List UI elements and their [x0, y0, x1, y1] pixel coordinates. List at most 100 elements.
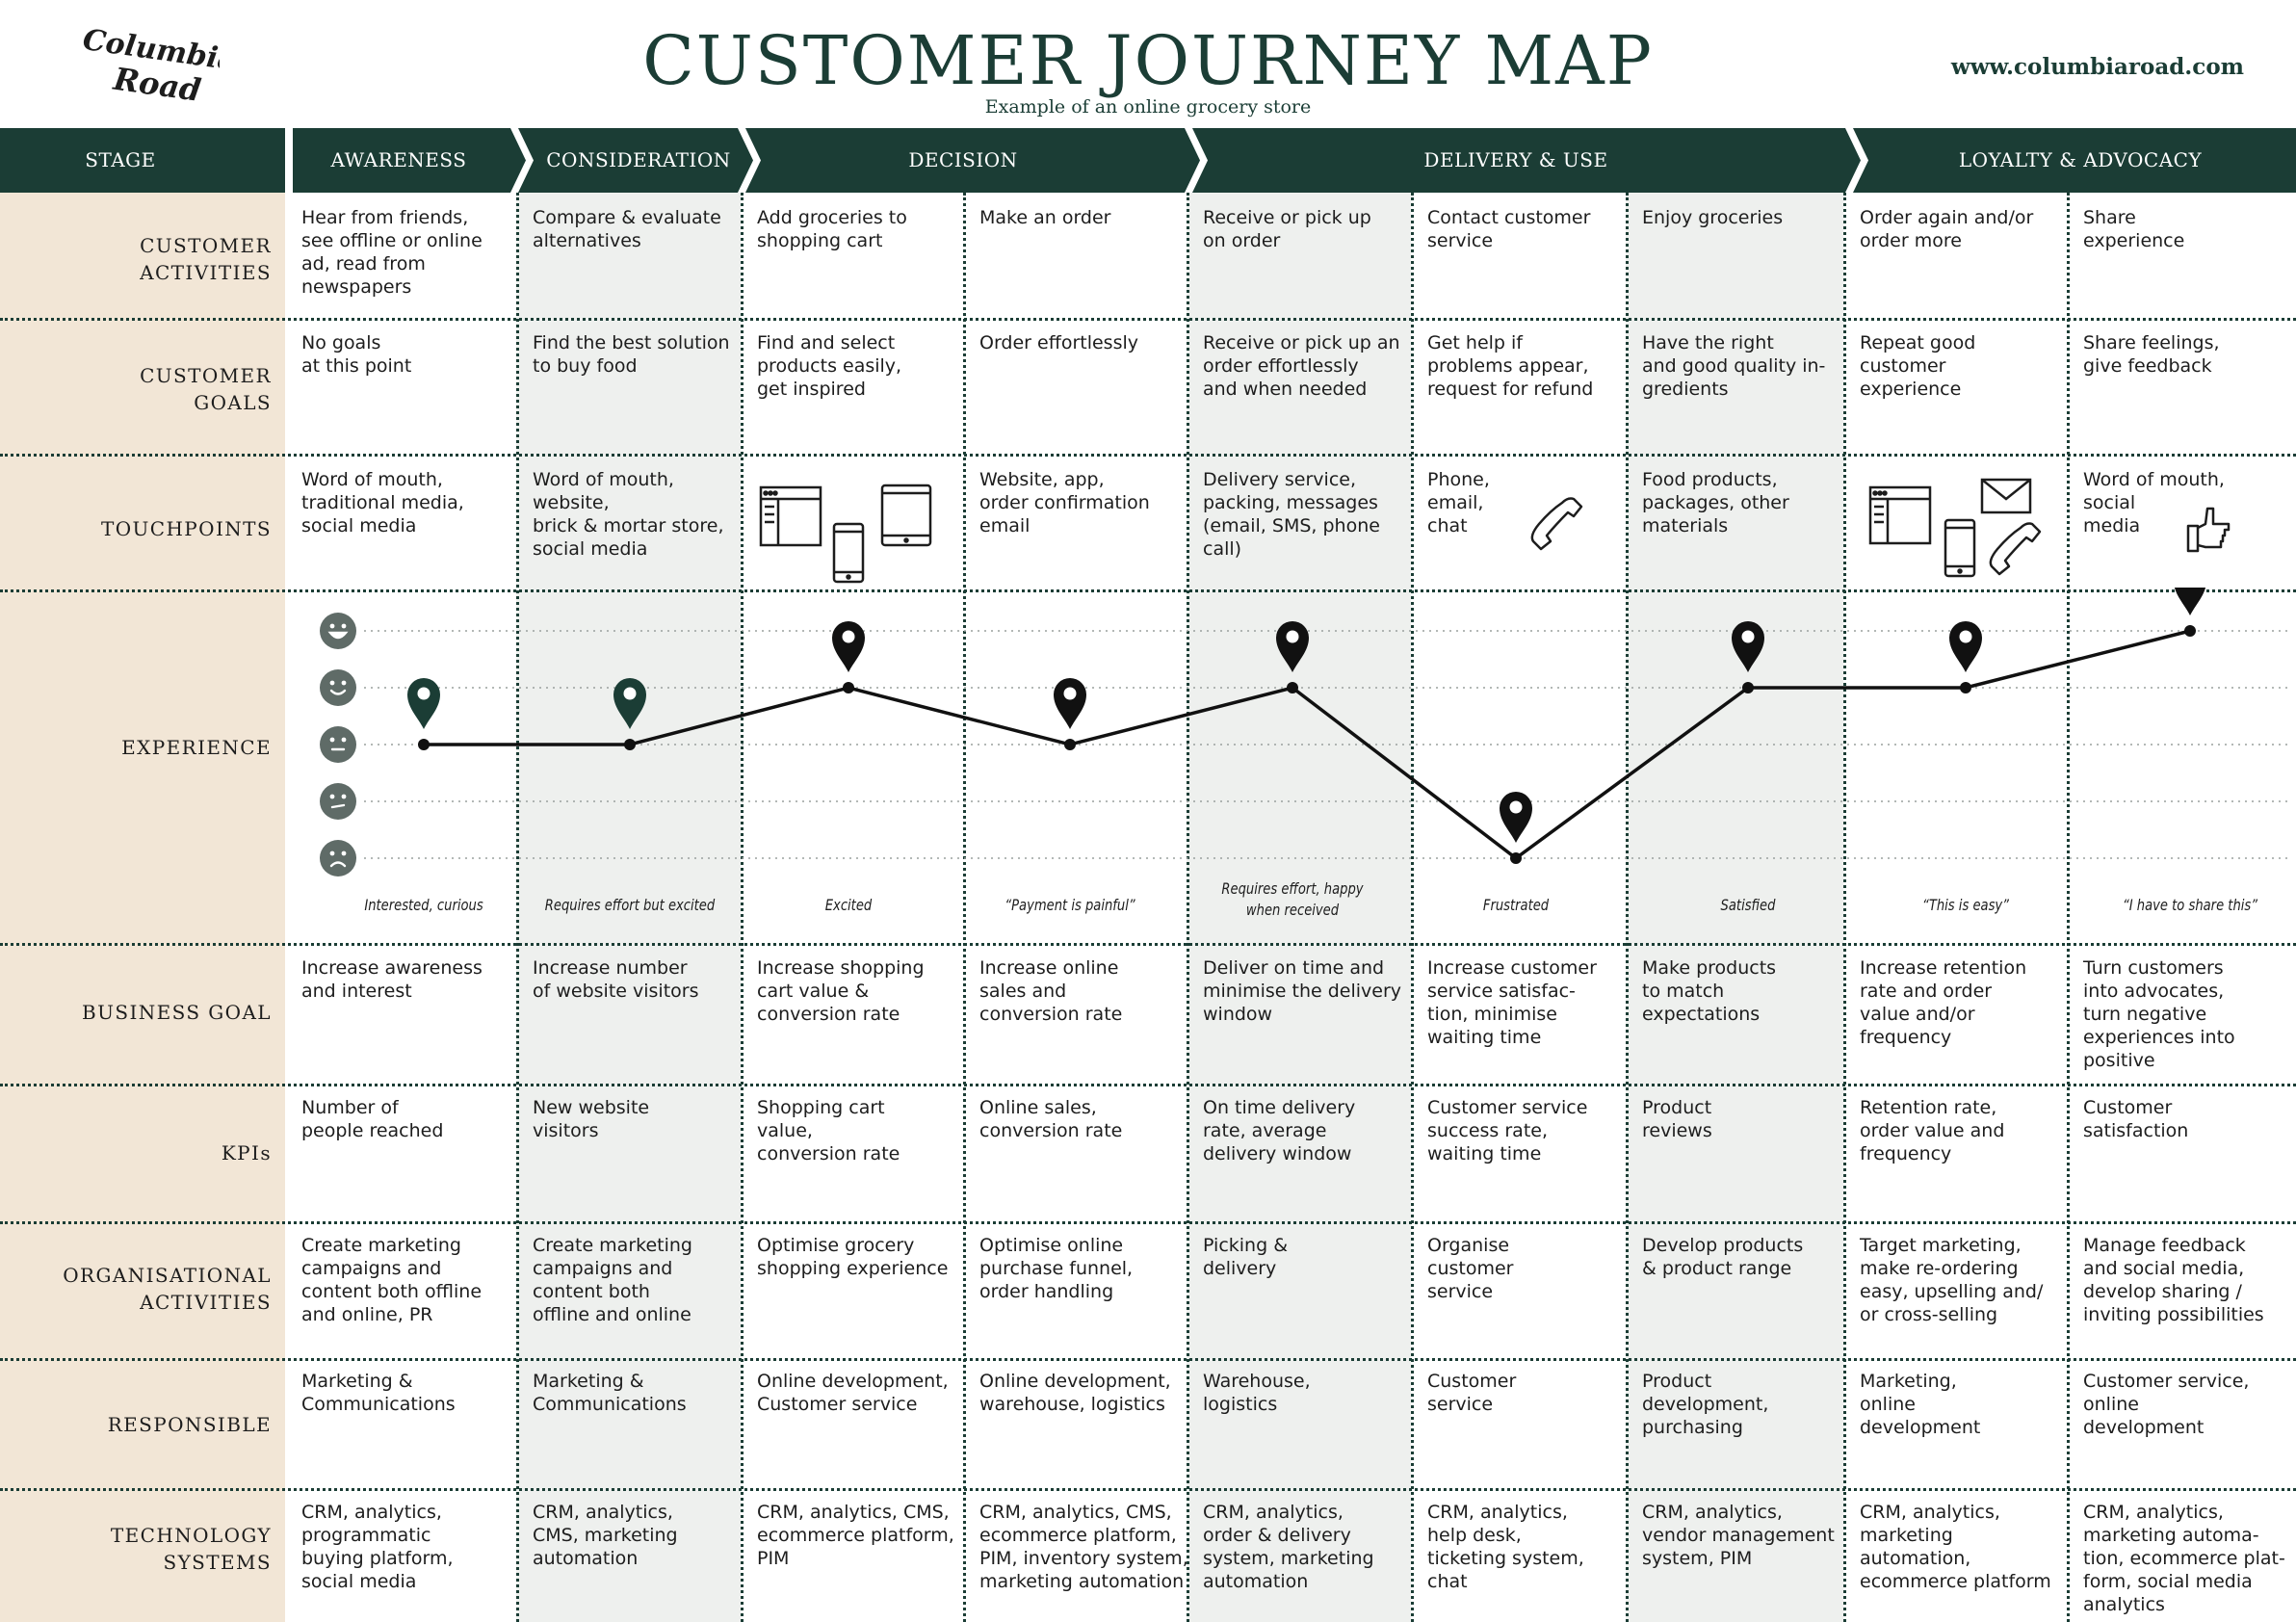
cell-responsible-3: Online development, Customer service: [757, 1371, 949, 1415]
browser-window-icon: [759, 485, 822, 547]
row-label-organisational-activities: ORGANISATIONAL ACTIVITIES: [63, 1264, 272, 1314]
stage-awareness: AWARENESS: [330, 148, 467, 171]
map-pin-icon: [407, 678, 440, 729]
page-header: Columbia Road CUSTOMER JOURNEY MAP Examp…: [0, 0, 2296, 128]
column-divider: [2067, 193, 2070, 1622]
column-divider: [516, 193, 519, 1622]
cell-customer-activities-6: Contact customer service: [1427, 207, 1591, 251]
cell-business-goal-3: Increase shopping cart value & conversio…: [757, 957, 925, 1025]
column-divider: [963, 193, 966, 1622]
cell-organisational-activities-5: Picking & delivery: [1203, 1235, 1289, 1279]
experience-point: [624, 739, 636, 750]
page-title: CUSTOMER JOURNEY MAP: [642, 21, 1654, 100]
touchpoint-icons-loyalty: [1868, 478, 2042, 578]
stage-arrow-shapes: [0, 128, 2296, 193]
map-pin-icon: [613, 678, 646, 729]
cell-customer-goals-4: Order effortlessly: [979, 332, 1138, 353]
row-divider: [0, 454, 2296, 457]
cell-customer-goals-8: Repeat good customer experience: [1860, 332, 1976, 400]
cell-customer-activities-2: Compare & evaluate alternatives: [533, 207, 721, 251]
very-happy-face-icon: [320, 613, 356, 649]
neutral-face-icon: [320, 726, 356, 763]
stage-header-label: STAGE: [85, 148, 156, 171]
stage-arrow-awareness: [293, 128, 526, 193]
touchpoint-icons-decision: [759, 484, 932, 584]
cell-responsible-7: Product development, purchasing: [1642, 1371, 1769, 1438]
stage-arrow-consideration: [518, 128, 753, 193]
cell-customer-activities-5: Receive or pick up on order: [1203, 207, 1371, 251]
cell-customer-goals-5: Receive or pick up an order effortlessly…: [1203, 332, 1400, 400]
envelope-icon: [1980, 478, 2032, 514]
experience-point: [1064, 739, 1076, 750]
row-divider: [0, 943, 2296, 946]
stage-consideration: CONSIDERATION: [546, 148, 731, 171]
cell-kpis-1: Number of people reached: [301, 1097, 444, 1141]
cell-responsible-5: Warehouse, logistics: [1203, 1371, 1311, 1415]
cell-customer-goals-1: No goals at this point: [301, 332, 412, 377]
cell-kpis-7: Product reviews: [1642, 1097, 1712, 1141]
cell-customer-goals-9: Share feelings, give feedback: [2083, 332, 2220, 377]
stage-arrow-decision: [745, 128, 1200, 193]
cell-organisational-activities-7: Develop products & product range: [1642, 1235, 1804, 1279]
cell-customer-activities-8: Order again and/or order more: [1860, 207, 2034, 251]
map-pin-icon: [1276, 621, 1309, 672]
experience-point: [1742, 682, 1754, 693]
stage-bar: STAGE AWARENESS CONSIDERATION DECISION D…: [0, 128, 2296, 193]
experience-point: [418, 739, 430, 750]
experience-caption: Interested, curious: [364, 896, 483, 914]
cell-responsible-4: Online development, warehouse, logistics: [979, 1371, 1171, 1415]
row-divider: [0, 1221, 2296, 1224]
cell-touchpoints-9: Word of mouth, social media: [2083, 469, 2225, 536]
map-pin-icon: [1500, 792, 1532, 843]
cell-customer-activities-9: Share experience: [2083, 207, 2185, 251]
cell-customer-goals-6: Get help if problems appear, request for…: [1427, 332, 1594, 400]
cell-organisational-activities-6: Organise customer service: [1427, 1235, 1514, 1302]
cell-touchpoints-1: Word of mouth, traditional media, social…: [301, 469, 464, 536]
column-divider: [741, 193, 744, 1622]
experience-caption: Requires effort, happy when received: [1221, 879, 1364, 919]
cell-business-goal-9: Turn customers into advocates, turn nega…: [2083, 957, 2235, 1071]
stage-loyalty-advocacy: LOYALTY & ADVOCACY: [1958, 148, 2203, 171]
column-divider: [1411, 193, 1414, 1622]
cell-organisational-activities-4: Optimise online purchase funnel, order h…: [979, 1235, 1134, 1302]
experience-point: [1960, 682, 1971, 693]
cell-touchpoints-7: Food products, packages, other materials: [1642, 469, 1789, 536]
map-pin-icon: [832, 621, 865, 672]
smartphone-icon: [832, 522, 865, 584]
stage-block-label: [0, 128, 285, 193]
experience-point: [1287, 682, 1298, 693]
experience-caption: Requires effort but excited: [544, 896, 716, 914]
thumbs-up-icon: [2186, 507, 2231, 553]
smartphone-icon: [1944, 518, 1976, 578]
cell-technology-systems-2: CRM, analytics, CMS, marketing automatio…: [533, 1502, 678, 1569]
row-label-customer-goals: CUSTOMER GOALS: [140, 364, 272, 414]
row-label-kpis: KPIs: [221, 1141, 272, 1164]
experience-caption: “This is easy”: [1922, 896, 2009, 914]
stage-delivery-use: DELIVERY & USE: [1423, 148, 1608, 171]
cell-organisational-activities-3: Optimise grocery shopping experience: [757, 1235, 949, 1279]
cell-technology-systems-5: CRM, analytics, order & delivery system,…: [1203, 1502, 1374, 1592]
row-label-touchpoints: TOUCHPOINTS: [100, 517, 272, 540]
cell-organisational-activities-2: Create marketing campaigns and content b…: [533, 1235, 692, 1325]
experience-caption: “Payment is painful”: [1004, 896, 1135, 914]
experience-point: [1510, 852, 1522, 864]
cell-touchpoints-4: Website, app, order confirmation email: [979, 469, 1150, 536]
cell-kpis-9: Customer satisfaction: [2083, 1097, 2189, 1141]
experience-point: [843, 682, 854, 693]
cell-customer-activities-7: Enjoy groceries: [1642, 207, 1784, 228]
row-label-technology-systems: TECHNOLOGY SYSTEMS: [110, 1524, 272, 1574]
map-pin-icon: [2175, 588, 2205, 615]
website-url[interactable]: www.columbiaroad.com: [1950, 54, 2244, 80]
stage-decision: DECISION: [908, 148, 1018, 171]
experience-chart: [320, 588, 2288, 876]
cell-business-goal-8: Increase retention rate and order value …: [1860, 957, 2027, 1048]
tablet-icon: [880, 484, 932, 547]
cell-responsible-6: Customer service: [1427, 1371, 1517, 1415]
touchpoint-icons-advocacy: [2186, 507, 2231, 553]
cell-customer-goals-3: Find and select products easily, get ins…: [757, 332, 902, 400]
phone-handset-icon: [1989, 522, 2042, 576]
cell-kpis-5: On time delivery rate, average delivery …: [1203, 1097, 1356, 1164]
shaded-column-consideration: [516, 193, 741, 1622]
cell-kpis-6: Customer service success rate, waiting t…: [1427, 1097, 1588, 1164]
cell-technology-systems-3: CRM, analytics, CMS, ecommerce platform,…: [757, 1502, 954, 1569]
